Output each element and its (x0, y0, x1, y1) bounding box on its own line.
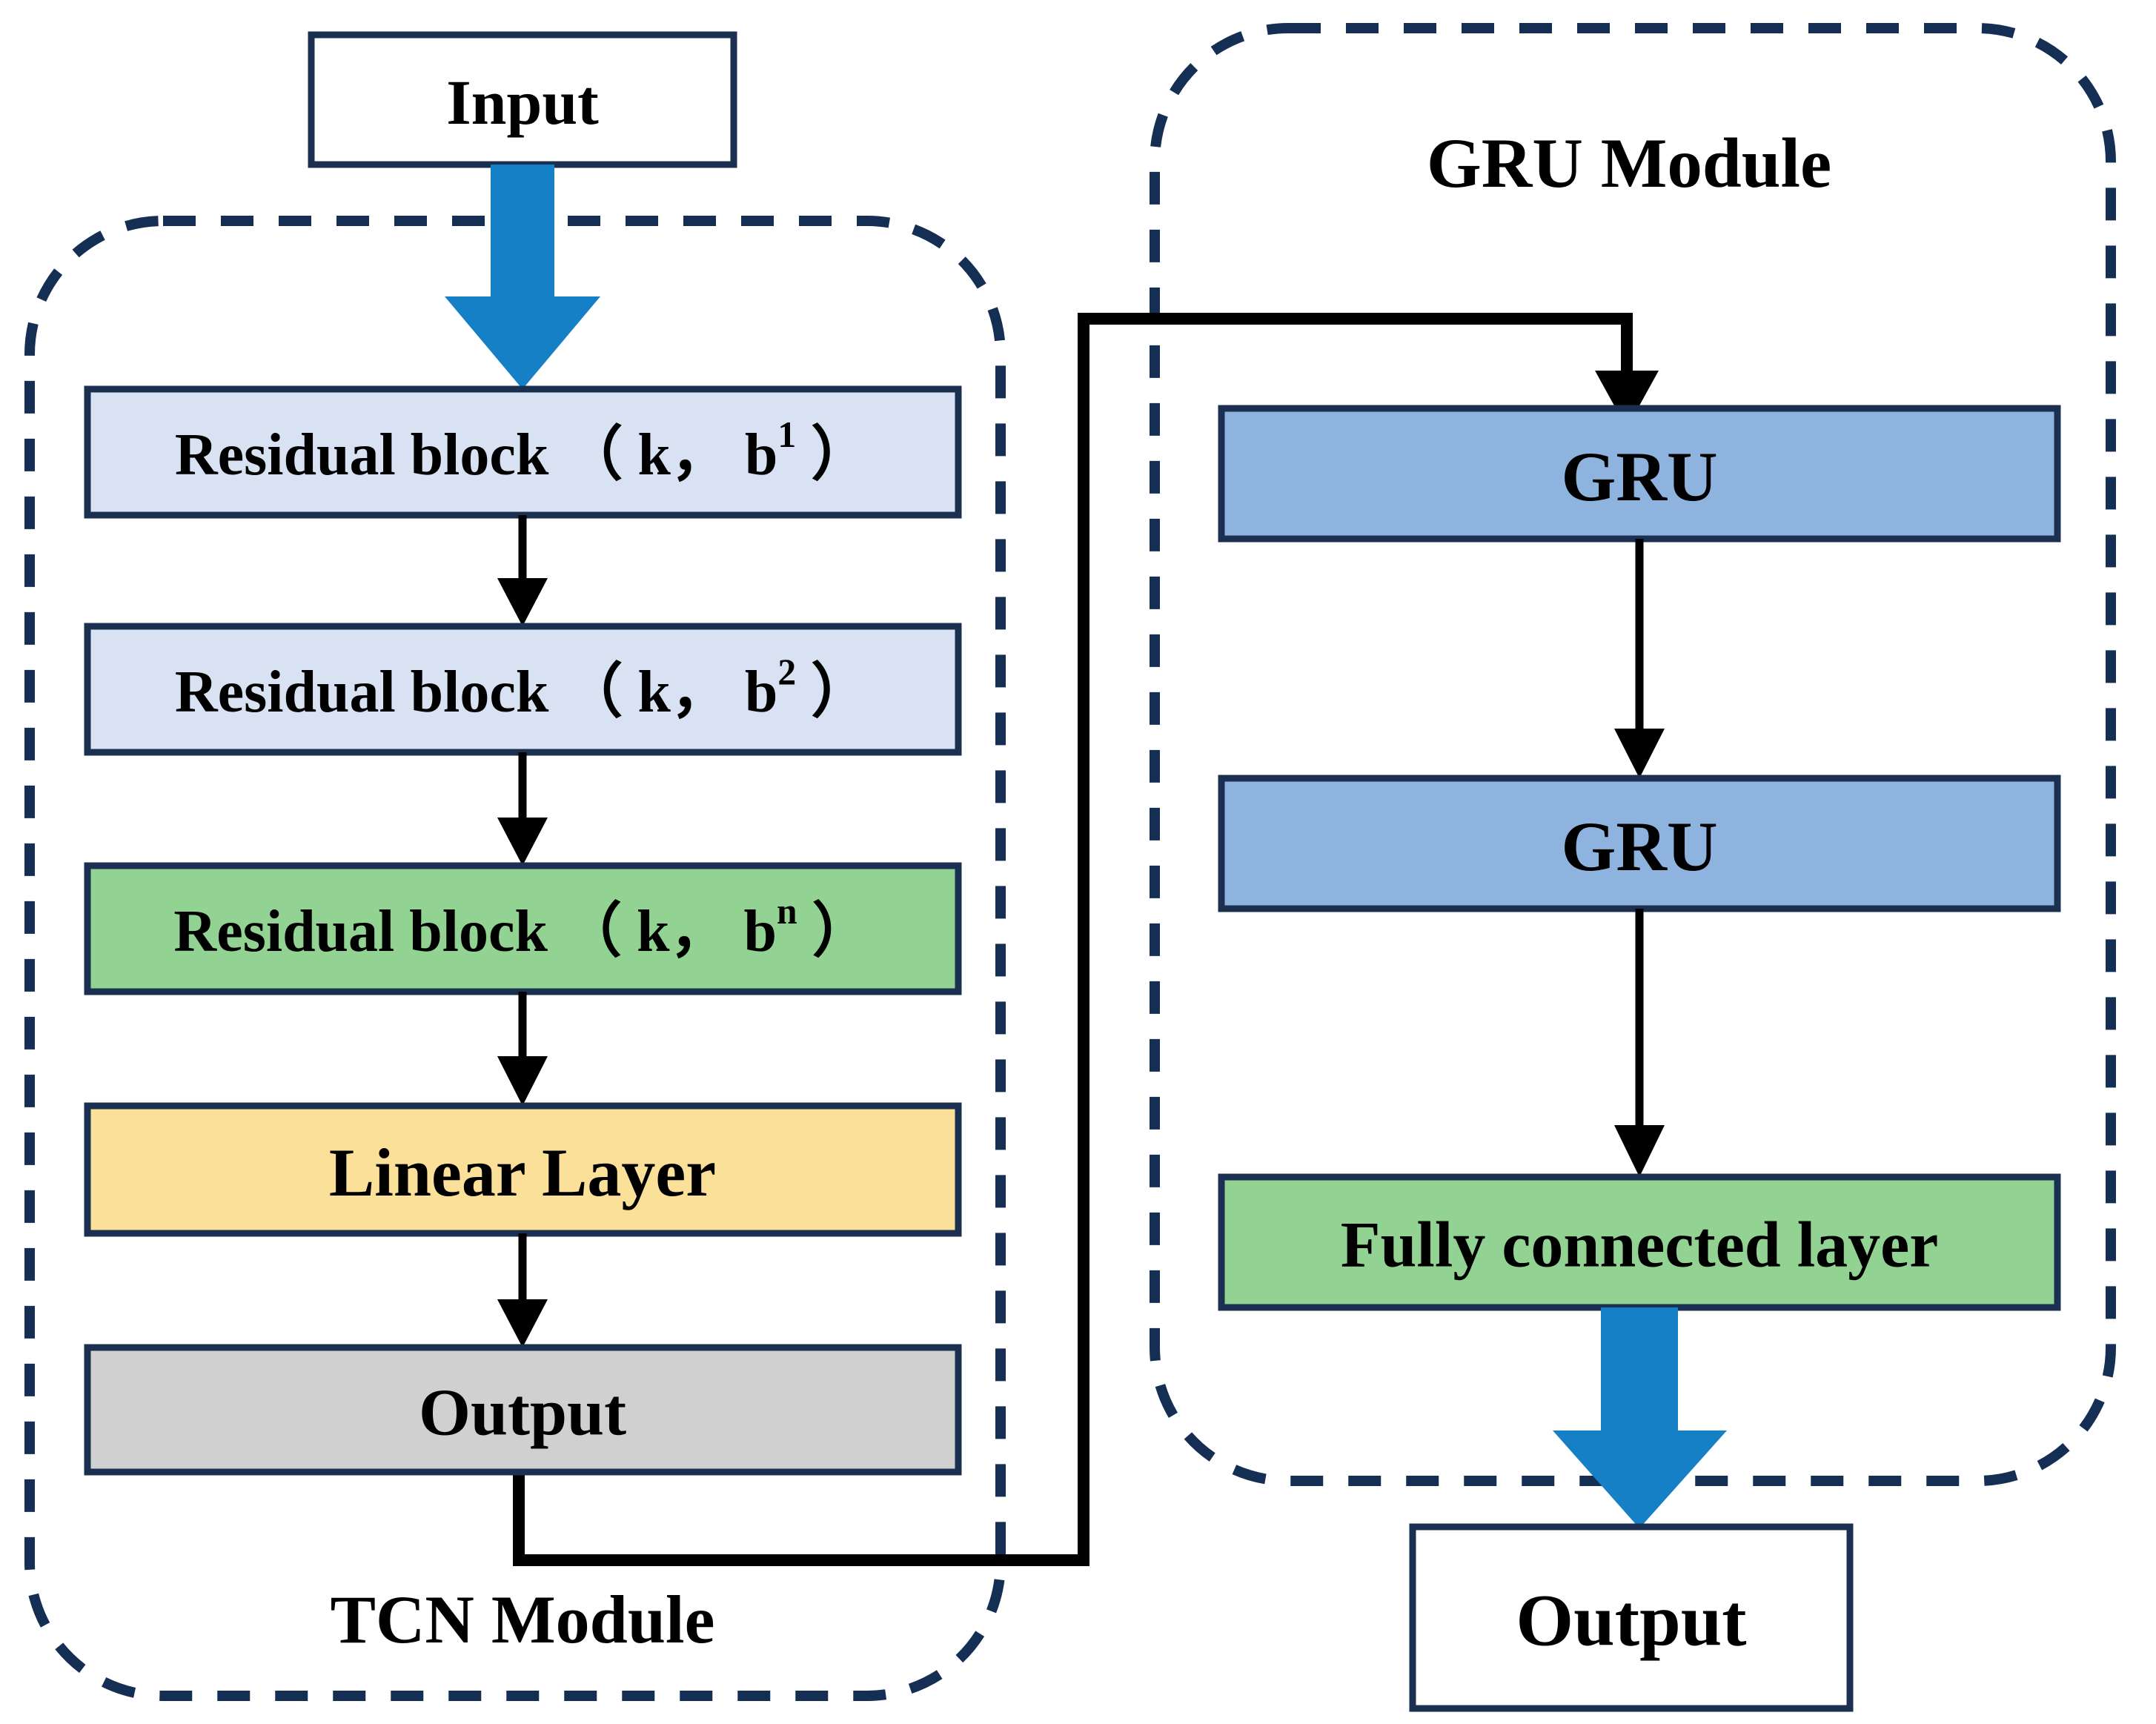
node-linear-layer-rect (84, 1102, 962, 1237)
node-linear-layer: Linear Layer (84, 1102, 962, 1237)
node-final-output-label: Output (1516, 1579, 1746, 1662)
node-final-output-rect (1409, 1523, 1854, 1712)
svg-text:Residual block （ k， b2 ）: Residual block （ k， b2 ） (175, 652, 870, 725)
svg-text:Residual block （ k， bn ）: Residual block （ k， bn ） (173, 891, 871, 964)
node-input-label: Input (446, 67, 599, 138)
node-residual-block-1-tail: ） (796, 422, 870, 488)
tcn-module-label: TCN Module (331, 1582, 715, 1657)
connector-tcn-output-to-gru (513, 313, 1659, 1566)
node-tcn-output-rect (84, 1344, 962, 1476)
node-residual-block-1: Residual block （ k， b1 ） (84, 385, 962, 519)
node-gru-2: GRU (1218, 775, 2061, 912)
node-residual-block-n-sup: n (777, 891, 797, 932)
node-gru-1-rect (1218, 405, 2061, 543)
node-residual-block-2-label: Residual block （ k， b (175, 660, 778, 725)
arrow-gru1-to-gru2 (1614, 539, 1665, 778)
node-tcn-output: Output (84, 1344, 962, 1476)
node-residual-block-n-tail: ） (797, 899, 872, 964)
node-fully-connected-layer: Fully connected layer (1218, 1173, 2061, 1311)
arrow-residual2-to-residualn (497, 752, 548, 866)
node-fully-connected-layer-rect (1218, 1173, 2061, 1311)
node-linear-layer-label: Linear Layer (329, 1135, 716, 1210)
node-residual-block-2-sup: 2 (777, 652, 796, 692)
gru-module-region (1150, 23, 2116, 1486)
node-fully-connected-layer-label: Fully connected layer (1341, 1210, 1939, 1282)
node-residual-block-n-rect (84, 862, 962, 995)
arrow-residual1-to-residual2 (497, 515, 548, 626)
fat-arrow-fc-to-output (1553, 1307, 1727, 1528)
node-residual-block-n: Residual block （ k， bn ） (84, 862, 962, 995)
svg-text:Residual block （ k， b1 ）: Residual block （ k， b1 ） (175, 414, 870, 488)
node-gru-2-label: GRU (1561, 807, 1717, 886)
arrow-linear-to-tcn-output (497, 1233, 548, 1347)
node-final-output: Output (1409, 1523, 1854, 1712)
fat-arrow-input-to-residual1 (445, 165, 600, 389)
node-residual-block-2: Residual block （ k， b2 ） (84, 623, 962, 756)
node-residual-block-2-rect (84, 623, 962, 756)
node-residual-block-1-rect (84, 385, 962, 519)
node-gru-1: GRU (1218, 405, 2061, 543)
node-residual-block-1-sup: 1 (777, 414, 796, 455)
node-residual-block-n-label: Residual block （ k， b (173, 899, 777, 964)
arrow-residualn-to-linear (497, 992, 548, 1106)
node-gru-2-rect (1218, 775, 2061, 912)
node-input: Input (308, 31, 737, 168)
arrow-gru2-to-fully-connected (1614, 909, 1665, 1177)
node-residual-block-1-label: Residual block （ k， b (175, 422, 778, 488)
node-residual-block-2-tail: ） (796, 660, 870, 725)
gru-module-label: GRU Module (1427, 124, 1831, 202)
node-tcn-output-label: Output (419, 1376, 626, 1450)
arrowhead-into-gru1 (1595, 371, 1659, 428)
node-gru-1-label: GRU (1561, 437, 1717, 516)
